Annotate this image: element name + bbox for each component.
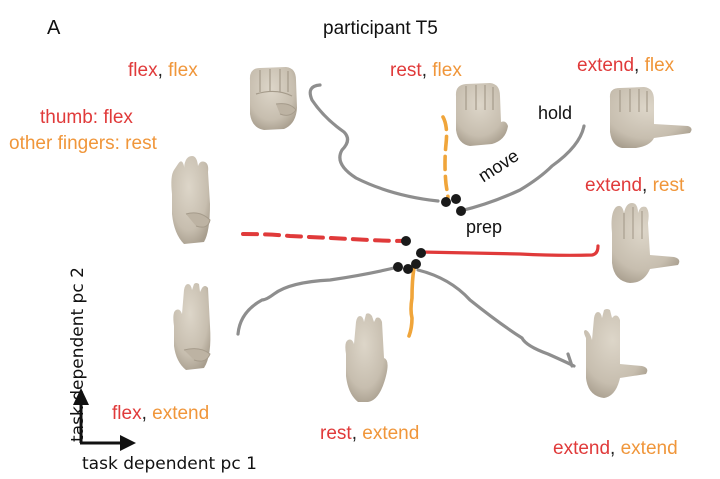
thumb-state: extend (585, 175, 643, 196)
x-axis-label: task dependent pc 1 (82, 454, 257, 474)
thumb-state: rest (390, 60, 422, 81)
fingers-state: extend (620, 438, 678, 459)
figure-title: participant T5 (323, 18, 438, 39)
trajectory-rest-flex (441, 115, 450, 199)
phase-label-prep: prep (466, 217, 503, 237)
thumb-tucked-hand-icon (171, 156, 211, 244)
fist-thumb-rest-icon (455, 83, 508, 146)
y-axis-label: task dependent pc 2 (68, 267, 88, 442)
trajectory-extend-flex (458, 124, 586, 213)
phase-point (401, 236, 411, 246)
label-rest-extend: rest, extend (320, 423, 420, 444)
phase-point (416, 248, 426, 258)
label-rest-flex: rest, flex (390, 60, 462, 81)
fingers-state: extend (152, 403, 210, 424)
fingers-state: flex (432, 60, 462, 81)
phase-point (456, 206, 466, 216)
trajectory-thumb-flex (241, 232, 408, 243)
thumb-out-fist-icon (609, 87, 692, 148)
thumb-state: rest (320, 423, 352, 444)
thumb-state: extend (553, 438, 611, 459)
x-arrow-head (120, 435, 136, 451)
phase-point (451, 194, 461, 204)
panel-letter: A (47, 17, 61, 39)
label-extend-flex: extend, flex (577, 55, 675, 76)
phase-point (411, 259, 421, 269)
trajectory-flex-flex (308, 83, 440, 203)
phase-point (393, 262, 403, 272)
label-extend-rest: extend, rest (585, 175, 685, 196)
phase-point (441, 197, 451, 207)
axes-arrows (73, 388, 136, 451)
y-arrow-head (73, 388, 89, 405)
thumb-out-relaxed-hand-icon (611, 203, 680, 283)
trajectory-flex-extend (236, 265, 400, 336)
thumb-state: flex (128, 60, 158, 81)
phase-label-hold: hold (538, 103, 573, 123)
trajectory-extend-extend (416, 268, 576, 368)
label-thumb-flex: thumb: flex (40, 107, 133, 128)
fist-icon (249, 67, 297, 130)
label-flex-extend: flex, extend (112, 403, 210, 424)
fingers-state: extend (362, 423, 420, 444)
label-flex-flex: flex, flex (128, 60, 198, 81)
thumb-state: flex (112, 403, 142, 424)
trajectory-extend-rest (418, 244, 600, 257)
label-extend-extend: extend, extend (553, 438, 678, 459)
phase-point (403, 264, 413, 274)
four-fingers-hand-icon (173, 283, 211, 370)
thumb-state: extend (577, 55, 635, 76)
fingers-state: flex (168, 60, 198, 81)
open-hand-icon (345, 313, 388, 402)
label-other-fingers-rest: other fingers: rest (9, 133, 157, 154)
fingers-state: flex (644, 55, 675, 76)
trajectory-rest-extend (407, 266, 416, 338)
fingers-state: rest (652, 175, 685, 196)
spread-hand-icon (584, 309, 648, 398)
